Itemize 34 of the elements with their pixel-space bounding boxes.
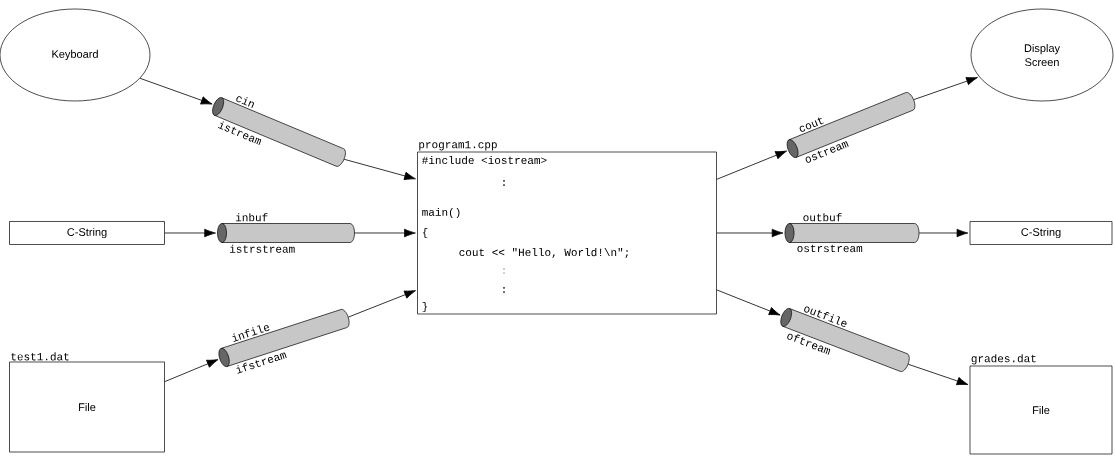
code-line: } bbox=[422, 301, 428, 313]
arrow bbox=[354, 228, 416, 238]
arrow bbox=[716, 289, 781, 316]
file-name: test1.dat bbox=[11, 352, 69, 361]
stream-label: outbuf bbox=[803, 213, 842, 222]
arrow bbox=[716, 150, 787, 180]
stream-label: ostrstream bbox=[797, 244, 863, 253]
file-name: program1.cpp bbox=[419, 140, 497, 151]
arrow bbox=[716, 228, 784, 238]
code-line: main() bbox=[422, 207, 460, 219]
string-box: C-String bbox=[969, 221, 1113, 245]
arrow bbox=[918, 228, 969, 238]
arrow bbox=[913, 77, 978, 101]
string-box: C-String bbox=[9, 221, 165, 245]
arrow bbox=[348, 290, 416, 318]
stream-label: istrstream bbox=[230, 244, 295, 253]
stream-label: cin bbox=[236, 96, 254, 108]
arrow bbox=[164, 228, 216, 238]
stream-label: infile bbox=[232, 325, 270, 342]
code-line: #include <iostream> bbox=[422, 155, 547, 165]
file-box: File bbox=[969, 365, 1113, 455]
code-line: cout << "Hello, World!\n"; bbox=[459, 248, 628, 258]
code-line: { bbox=[422, 227, 428, 239]
file-name: grades.dat bbox=[971, 354, 1036, 365]
stream-label: inbuf bbox=[236, 213, 268, 222]
arrow bbox=[164, 359, 219, 382]
arrow bbox=[343, 158, 416, 181]
code-line: : bbox=[503, 180, 505, 186]
file-box: File bbox=[9, 361, 165, 453]
code-line: : bbox=[503, 268, 505, 274]
stream-label: cout bbox=[799, 117, 824, 132]
arrow bbox=[907, 363, 969, 386]
arrow bbox=[139, 77, 213, 105]
code-line: : bbox=[503, 287, 505, 293]
